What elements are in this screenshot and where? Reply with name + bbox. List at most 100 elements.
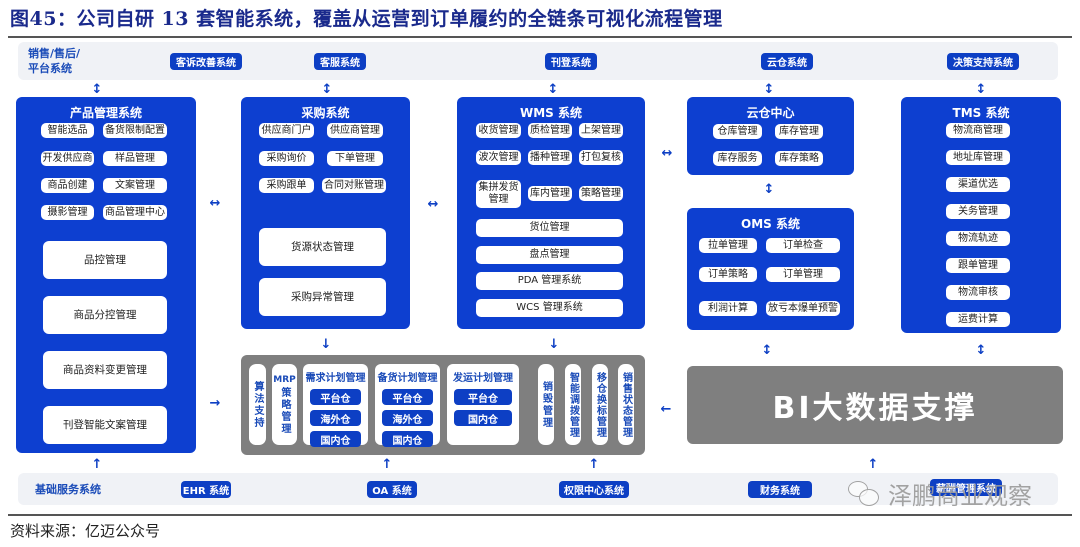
shipping-plan-card: 发运计划管理 平台仓 国内仓: [447, 364, 519, 445]
wms-wide-item[interactable]: 盘点管理: [476, 246, 623, 264]
purchase-system-title: 采购系统: [301, 106, 350, 120]
algorithm-support-column[interactable]: 算法支持: [249, 364, 266, 445]
product-item[interactable]: 智能选品: [41, 123, 94, 138]
product-big-item[interactable]: 品控管理: [43, 241, 167, 279]
arrow-left-icon: ←: [660, 402, 672, 417]
sales-status-label: 销售状态管理: [620, 371, 632, 438]
decision-support-pill[interactable]: 决策支持系统: [947, 53, 1019, 70]
stock-plan-item[interactable]: 平台仓: [382, 389, 433, 405]
tms-item[interactable]: 关务管理: [946, 204, 1010, 219]
finance-system-pill[interactable]: 财务系统: [748, 481, 812, 498]
watermark-text: 泽鹏商业观察: [888, 482, 1032, 510]
wms-wide-item[interactable]: PDA 管理系统: [476, 272, 623, 290]
oms-item[interactable]: 订单检查: [766, 238, 840, 253]
tms-item[interactable]: 运费计算: [946, 312, 1010, 327]
product-big-item[interactable]: 商品分控管理: [43, 296, 167, 334]
oa-system-pill[interactable]: OA 系统: [367, 481, 417, 498]
stock-plan-card: 备货计划管理 平台仓 海外仓 国内仓: [375, 364, 440, 447]
tms-item[interactable]: 渠道优选: [946, 177, 1010, 192]
tms-system-title: TMS 系统: [952, 106, 1010, 120]
mrp-label: MRP: [273, 375, 296, 385]
product-big-item[interactable]: 商品资料变更管理: [43, 351, 167, 389]
wms-wide-item[interactable]: WCS 管理系统: [476, 299, 623, 317]
product-item[interactable]: 商品创建: [41, 178, 94, 193]
cloud-center-item[interactable]: 库存管理: [775, 124, 823, 139]
arrow-up-down-icon: ↕: [321, 82, 333, 97]
oms-item[interactable]: 订单策略: [699, 267, 757, 282]
tms-item[interactable]: 物流商管理: [946, 123, 1010, 138]
sales-status-column[interactable]: 销售状态管理: [618, 364, 634, 445]
demand-plan-item[interactable]: 国内仓: [310, 431, 361, 447]
purchase-item[interactable]: 采购跟单: [259, 178, 314, 193]
wms-item[interactable]: 播种管理: [528, 150, 572, 165]
cloud-warehouse-pill[interactable]: 云仓系统: [761, 53, 813, 70]
mrp-strategy-label: 策略管理: [279, 387, 290, 435]
purchase-system: 采购系统 供应商门户 供应商管理 采购询价 下单管理 采购跟单 合同对账管理 货…: [241, 97, 410, 329]
product-item[interactable]: 样品管理: [103, 151, 167, 166]
bi-big-data-block: BI大数据支撑: [687, 366, 1063, 444]
wms-item[interactable]: 上架管理: [579, 123, 623, 138]
destruction-column[interactable]: 销毁管理: [538, 364, 554, 445]
purchase-item[interactable]: 下单管理: [327, 151, 383, 166]
arrow-right-icon: →: [209, 396, 221, 411]
smart-transfer-column[interactable]: 智能调拨管理: [565, 364, 581, 445]
cloud-center-item[interactable]: 库存服务: [713, 151, 762, 166]
relabel-column[interactable]: 移仓换标管理: [592, 364, 608, 445]
wms-item[interactable]: 收货管理: [476, 123, 521, 138]
figure-title: 图45：公司自研 13 套智能系统，覆盖从运营到订单履约的全链条可视化流程管理: [10, 8, 723, 30]
wms-item[interactable]: 集拼发货 管理: [476, 180, 521, 208]
customer-service-pill[interactable]: 客服系统: [314, 53, 366, 70]
product-big-item[interactable]: 刊登智能文案管理: [43, 406, 167, 444]
wms-wide-item[interactable]: 货位管理: [476, 219, 623, 237]
wms-system-title: WMS 系统: [520, 106, 582, 120]
oms-item[interactable]: 放亏本爆单预警: [766, 301, 840, 316]
purchase-item[interactable]: 采购询价: [259, 151, 314, 166]
shipping-plan-item[interactable]: 国内仓: [454, 410, 512, 426]
permission-center-pill[interactable]: 权限中心系统: [559, 481, 629, 498]
demand-plan-item[interactable]: 平台仓: [310, 389, 361, 405]
watermark: 泽鹏商业观察: [848, 476, 1032, 511]
wechat-icon: [848, 480, 882, 507]
stock-plan-item[interactable]: 海外仓: [382, 410, 433, 426]
oms-item[interactable]: 利润计算: [699, 301, 757, 316]
tms-item[interactable]: 地址库管理: [946, 150, 1010, 165]
listing-system-pill[interactable]: 刊登系统: [545, 53, 597, 70]
arrow-down-icon: ↓: [320, 337, 332, 352]
product-item[interactable]: 商品管理中心: [103, 205, 167, 220]
wms-system: WMS 系统 收货管理 质检管理 上架管理 波次管理 播种管理 打包复核 集拼发…: [457, 97, 645, 329]
wms-item[interactable]: 策略管理: [579, 186, 623, 201]
product-item[interactable]: 摄影管理: [41, 205, 94, 220]
tms-item[interactable]: 物流轨迹: [946, 231, 1010, 246]
purchase-big-item[interactable]: 货源状态管理: [259, 228, 386, 266]
demand-plan-item[interactable]: 海外仓: [310, 410, 361, 426]
wms-item[interactable]: 打包复核: [579, 150, 623, 165]
oms-item[interactable]: 拉单管理: [699, 238, 757, 253]
arrow-up-down-icon: ↕: [763, 82, 775, 97]
wms-item[interactable]: 库内管理: [528, 186, 572, 201]
mrp-strategy-column[interactable]: MRP 策略管理: [272, 364, 297, 445]
tms-item[interactable]: 跟单管理: [946, 258, 1010, 273]
purchase-item[interactable]: 供应商门户: [259, 123, 314, 138]
tms-system: TMS 系统 物流商管理 地址库管理 渠道优选 关务管理 物流轨迹 跟单管理 物…: [901, 97, 1061, 333]
product-item[interactable]: 开发供应商: [41, 151, 94, 166]
stock-plan-item[interactable]: 国内仓: [382, 431, 433, 447]
shipping-plan-item[interactable]: 平台仓: [454, 389, 512, 405]
oms-system: OMS 系统 拉单管理 订单检查 订单策略 订单管理 利润计算 放亏本爆单预警: [687, 208, 854, 330]
ehr-system-pill[interactable]: EHR 系统: [181, 481, 231, 498]
demand-plan-card: 需求计划管理 平台仓 海外仓 国内仓: [303, 364, 368, 447]
figure-source: 资料来源：亿迈公众号: [10, 522, 161, 540]
cloud-center-item[interactable]: 仓库管理: [713, 124, 762, 139]
product-item[interactable]: 备货限制配置: [103, 123, 167, 138]
payroll-system-pill[interactable]: 薪酬管理系统: [930, 479, 1002, 496]
purchase-big-item[interactable]: 采购异常管理: [259, 278, 386, 316]
stock-plan-title: 备货计划管理: [377, 373, 438, 384]
cloud-center-item[interactable]: 库存策略: [775, 151, 823, 166]
purchase-item[interactable]: 供应商管理: [327, 123, 383, 138]
wms-item[interactable]: 质检管理: [528, 123, 572, 138]
wms-item[interactable]: 波次管理: [476, 150, 521, 165]
tms-item[interactable]: 物流审核: [946, 285, 1010, 300]
oms-item[interactable]: 订单管理: [766, 267, 840, 282]
purchase-item[interactable]: 合同对账管理: [322, 178, 386, 193]
complaint-system-pill[interactable]: 客诉改善系统: [170, 53, 242, 70]
product-item[interactable]: 文案管理: [103, 178, 167, 193]
